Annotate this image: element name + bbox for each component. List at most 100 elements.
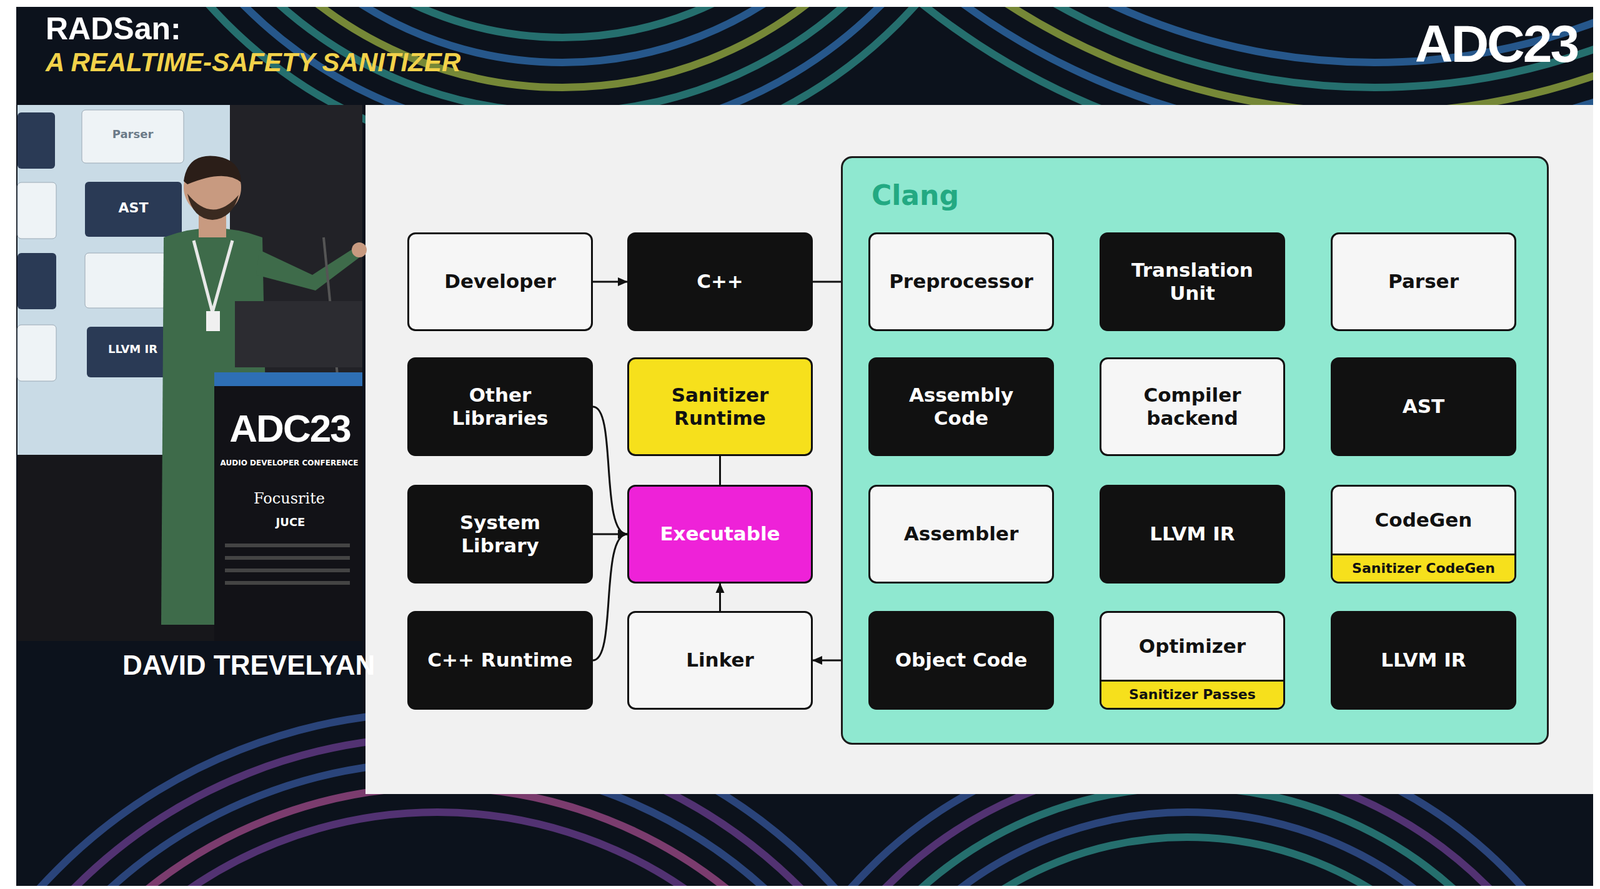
flow-arrow bbox=[719, 456, 721, 485]
speaker-hair bbox=[183, 156, 242, 185]
sponsor-logos bbox=[224, 543, 350, 548]
flow-arrow bbox=[592, 281, 628, 284]
artifact-box: C++ Runtime bbox=[407, 611, 593, 710]
dark-ground bbox=[16, 6, 1594, 886]
speaker-video bbox=[17, 104, 367, 641]
artifact-box: System Library bbox=[407, 484, 593, 584]
box-text: CodeGen bbox=[1375, 508, 1473, 532]
box-body: Linker bbox=[629, 612, 811, 708]
box-body: C++ Runtime bbox=[409, 612, 592, 708]
process-box: Linker bbox=[627, 611, 813, 710]
sanitizer-strip: Sanitizer Passes bbox=[1101, 679, 1284, 708]
screen-box bbox=[84, 181, 182, 237]
flow-arrow bbox=[592, 533, 628, 536]
flow-arrow bbox=[592, 534, 628, 661]
box-text: Optimizer bbox=[1138, 634, 1246, 658]
output-box: Executable bbox=[627, 484, 813, 584]
box-text: Developer bbox=[444, 269, 556, 294]
speaker-hand bbox=[351, 242, 367, 258]
sponsor-logos bbox=[224, 556, 350, 560]
lanyard bbox=[193, 240, 233, 313]
talk-title: RADSan: bbox=[45, 11, 182, 48]
box-text: Preprocessor bbox=[889, 269, 1034, 294]
flow-arrow bbox=[719, 583, 721, 612]
compiler-region: ClangPreprocessor Translation Unit ParserA… bbox=[840, 156, 1549, 745]
conference-logo: ADC23 bbox=[1405, 13, 1587, 75]
screen-box bbox=[81, 109, 184, 164]
box-body: Other Libraries bbox=[409, 359, 592, 455]
strip-text: Sanitizer Passes bbox=[1128, 686, 1256, 703]
podium-band bbox=[214, 372, 363, 387]
process-box: Preprocessor bbox=[868, 232, 1054, 332]
arc bbox=[16, 787, 900, 886]
sponsor-logos bbox=[224, 568, 350, 573]
box-text: C++ Runtime bbox=[427, 648, 573, 672]
sanitizer-strip: Sanitizer CodeGen bbox=[1332, 553, 1515, 582]
laptop bbox=[234, 301, 363, 368]
podium-text: AUDIO DEVELOPER CONFERENCE bbox=[218, 459, 360, 468]
video-ground bbox=[17, 104, 363, 641]
slide-panel bbox=[365, 104, 1594, 795]
speaker-arm bbox=[256, 246, 362, 291]
process-box: Parser bbox=[1330, 232, 1517, 332]
box-body: LLVM IR bbox=[1332, 612, 1515, 708]
speaker-name: DAVID TREVELYAN bbox=[122, 649, 360, 682]
box-body: AST bbox=[1332, 359, 1515, 455]
sponsor-logos bbox=[224, 581, 350, 585]
box-body: CodeGen bbox=[1332, 486, 1515, 554]
screen-box bbox=[17, 112, 55, 169]
screen-box bbox=[17, 324, 57, 382]
arc-pattern bbox=[16, 6, 1594, 886]
screen-text: LLVM IR bbox=[86, 342, 179, 357]
box-body: Translation Unit bbox=[1101, 234, 1284, 330]
screen-text: Parser bbox=[81, 128, 184, 142]
box-text: Translation Unit bbox=[1111, 258, 1274, 305]
box-body: Executable bbox=[629, 486, 811, 582]
box-text: Assembly Code bbox=[880, 383, 1043, 430]
box-text: C++ bbox=[696, 269, 744, 294]
box-text: Assembler bbox=[904, 522, 1019, 546]
box-body: Preprocessor bbox=[870, 234, 1053, 330]
box-text: LLVM IR bbox=[1380, 648, 1466, 672]
process-box: Compiler backend bbox=[1099, 357, 1286, 457]
process-box: Developer bbox=[407, 232, 593, 332]
box-body: C++ bbox=[629, 234, 811, 330]
strip-text: Sanitizer CodeGen bbox=[1351, 560, 1496, 577]
process-box: CodeGenSanitizer CodeGen bbox=[1330, 484, 1517, 584]
box-text: Compiler backend bbox=[1111, 383, 1274, 430]
artifact-box: Translation Unit bbox=[1099, 232, 1286, 332]
box-body: System Library bbox=[409, 486, 592, 582]
box-text: Sanitizer Runtime bbox=[639, 383, 801, 430]
sponsor-name: Focusrite bbox=[218, 490, 360, 508]
box-body: Developer bbox=[409, 234, 592, 330]
region-title: Clang bbox=[871, 179, 960, 213]
box-body: Assembler bbox=[870, 486, 1053, 582]
screen-text: AST bbox=[84, 199, 182, 216]
box-body: Optimizer bbox=[1101, 612, 1284, 680]
box-text: AST bbox=[1402, 394, 1445, 418]
process-box: OptimizerSanitizer Passes bbox=[1099, 611, 1286, 710]
box-body: Object Code bbox=[870, 612, 1053, 708]
artifact-box: Assembly Code bbox=[868, 357, 1054, 457]
box-body: Assembly Code bbox=[870, 359, 1053, 455]
box-body: Parser bbox=[1332, 234, 1515, 330]
box-text: LLVM IR bbox=[1149, 522, 1235, 546]
box-body: Sanitizer Runtime bbox=[629, 359, 811, 455]
screen-box bbox=[17, 253, 57, 310]
runtime-box: Sanitizer Runtime bbox=[627, 357, 813, 457]
speaker-beard bbox=[187, 193, 239, 220]
box-text: Linker bbox=[685, 648, 755, 672]
artifact-box: LLVM IR bbox=[1099, 484, 1286, 584]
podium-logo: ADC23 bbox=[217, 406, 363, 451]
screen-box bbox=[17, 182, 57, 239]
process-box: Assembler bbox=[868, 484, 1054, 584]
box-body: LLVM IR bbox=[1101, 486, 1284, 582]
artifact-box: LLVM IR bbox=[1330, 611, 1517, 710]
artifact-box: Object Code bbox=[868, 611, 1054, 710]
box-text: Other Libraries bbox=[419, 383, 582, 430]
box-text: Parser bbox=[1388, 269, 1459, 294]
sponsor-name: JUCE bbox=[262, 516, 319, 530]
box-text: Object Code bbox=[895, 648, 1028, 672]
flow-arrow bbox=[592, 406, 628, 535]
